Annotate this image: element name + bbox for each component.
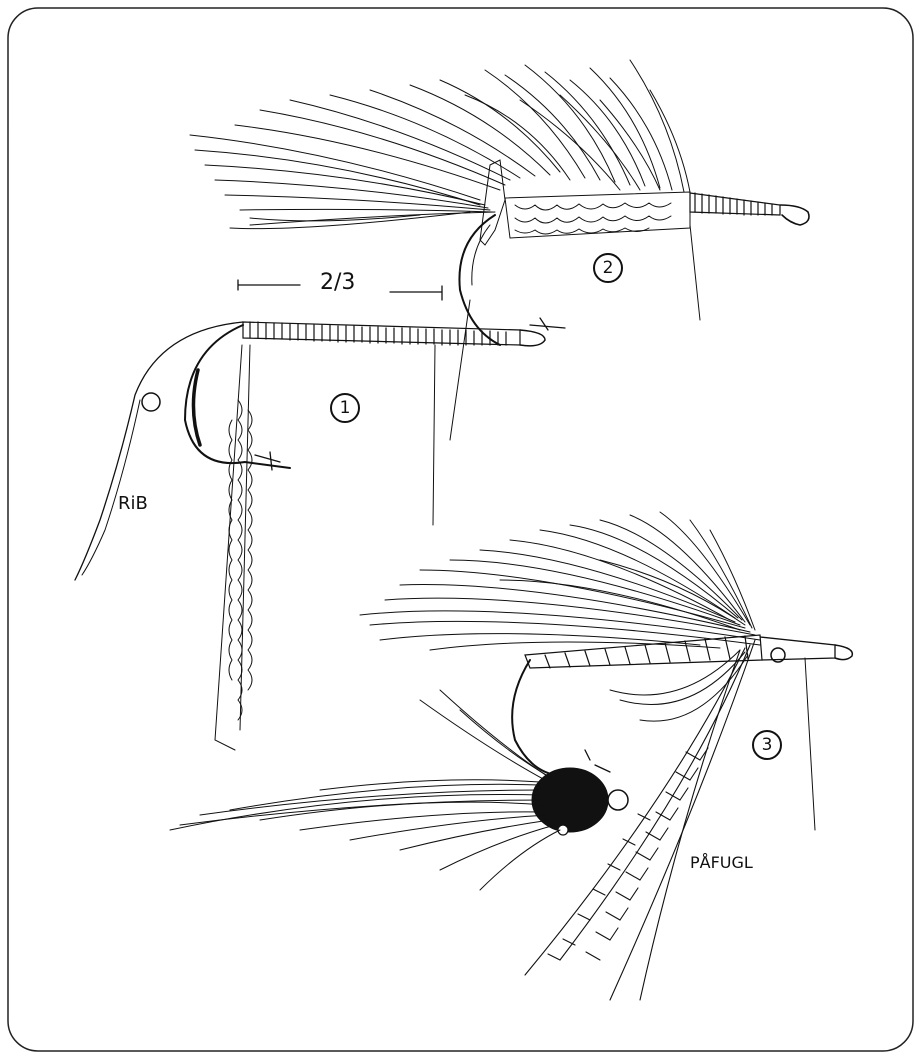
fraction-label: 2/3	[320, 272, 355, 294]
step-1-shank-wraps	[243, 322, 520, 345]
step-2-body	[505, 192, 690, 238]
step-3-marabou-tail	[170, 690, 560, 890]
measure-right	[390, 286, 442, 300]
step-2-thread-wraps	[690, 193, 780, 215]
page-frame	[8, 8, 913, 1051]
step-2-hook-bend	[459, 215, 500, 345]
step-1-body-material	[215, 345, 252, 750]
measure-left	[238, 280, 300, 290]
step-2-rib-tag	[480, 160, 505, 245]
fly-step-1	[75, 280, 565, 750]
fly-step-3	[170, 512, 852, 1000]
rib-label: RiB	[118, 495, 148, 513]
step-3-hook-bend	[512, 660, 555, 775]
peacock-label: PÅFUGL	[690, 855, 753, 871]
step-number-1: 1	[330, 393, 360, 423]
step-number-3: 3	[752, 730, 782, 760]
fly-step-2	[190, 60, 809, 440]
step-3-head	[532, 750, 628, 835]
step-number-2: 2	[593, 253, 623, 283]
step-3-wing-feather	[360, 512, 760, 650]
rib-bead	[142, 393, 160, 411]
step-2-hook-eye	[780, 205, 809, 225]
step-2-wing-feather	[190, 60, 690, 229]
